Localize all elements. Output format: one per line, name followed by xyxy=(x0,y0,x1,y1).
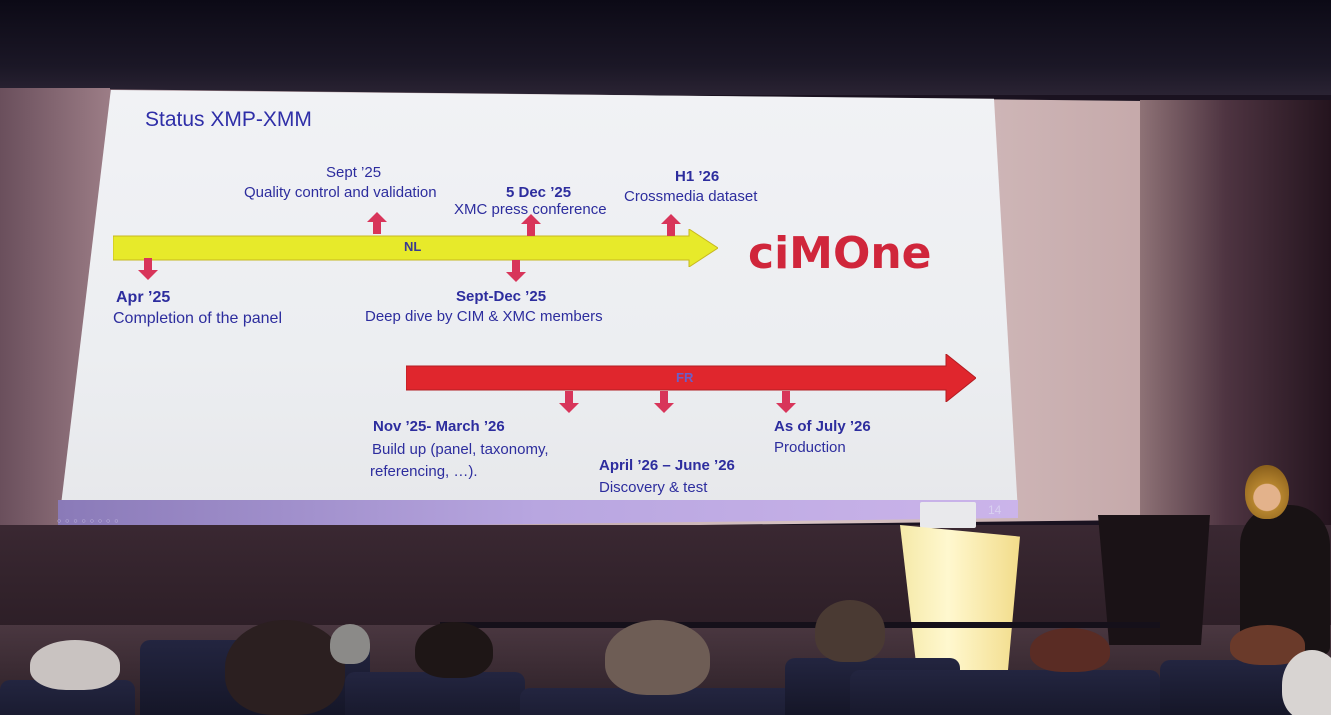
milestone-5-dec-25-date: 5 Dec ’25 xyxy=(506,184,572,201)
slide-page-number: 14 xyxy=(988,503,1002,517)
up-arrow-icon xyxy=(661,214,681,236)
audience-head xyxy=(330,624,370,664)
audience-head xyxy=(815,600,885,662)
audience-seat xyxy=(850,670,1160,715)
milestone-h1-26-date: H1 ’26 xyxy=(675,168,720,185)
milestone-apr-25-text: Completion of the panel xyxy=(113,310,282,327)
audience-seat xyxy=(345,672,525,715)
up-arrow-icon xyxy=(367,212,387,234)
fr-milestone-production-text: Production xyxy=(774,439,846,456)
right-wall xyxy=(1140,100,1331,540)
nl-timeline-arrow xyxy=(113,229,718,267)
down-arrow-icon xyxy=(559,391,579,413)
slide xyxy=(58,90,1018,530)
cimone-logo: ciMOne xyxy=(748,228,932,279)
fr-milestone-discovery-text: Discovery & test xyxy=(599,479,708,496)
milestone-5-dec-25-text: XMC press conference xyxy=(454,201,607,218)
slide-title: Status XMP-XMM xyxy=(145,108,312,131)
fr-milestone-buildup-line2: referencing, …). xyxy=(370,463,478,480)
audience-head xyxy=(225,620,345,715)
down-arrow-icon xyxy=(776,391,796,413)
audience-head xyxy=(1030,628,1110,672)
laptop xyxy=(920,502,976,528)
audience-head xyxy=(415,622,493,678)
fr-milestone-buildup-line1: Build up (panel, taxonomy, xyxy=(372,441,549,458)
down-arrow-icon xyxy=(138,258,158,280)
milestone-sept-25-text: Quality control and validation xyxy=(244,184,437,201)
ceiling xyxy=(0,0,1331,95)
slide-footer-dots: ○ ○ ○ ○ ○ ○ ○ ○ xyxy=(57,518,120,525)
audience-head xyxy=(30,640,120,690)
milestone-sept-dec-25-date: Sept-Dec ’25 xyxy=(456,288,547,305)
audience-head xyxy=(1282,650,1331,715)
milestone-apr-25-date: Apr ’25 xyxy=(116,289,171,306)
milestone-sept-dec-25-text: Deep dive by CIM & XMC members xyxy=(365,308,603,325)
up-arrow-icon xyxy=(521,214,541,236)
milestone-sept-25-date: Sept ’25 xyxy=(326,164,382,181)
milestone-h1-26-text: Crossmedia dataset xyxy=(624,188,758,205)
fr-milestone-buildup-date: Nov ’25- March ’26 xyxy=(373,418,505,435)
audience-head xyxy=(605,620,710,695)
fr-milestone-production-date: As of July ’26 xyxy=(774,418,871,435)
fr-timeline-arrow xyxy=(406,354,976,402)
podium xyxy=(900,525,1020,670)
nl-arrow-label: NL xyxy=(404,239,422,254)
speaker-head xyxy=(1245,465,1289,519)
down-arrow-icon xyxy=(506,260,526,282)
stage-rail xyxy=(440,622,1160,628)
down-arrow-icon xyxy=(654,391,674,413)
fr-arrow-label: FR xyxy=(676,370,694,385)
fr-milestone-discovery-date: April ’26 – June ’26 xyxy=(599,457,735,474)
